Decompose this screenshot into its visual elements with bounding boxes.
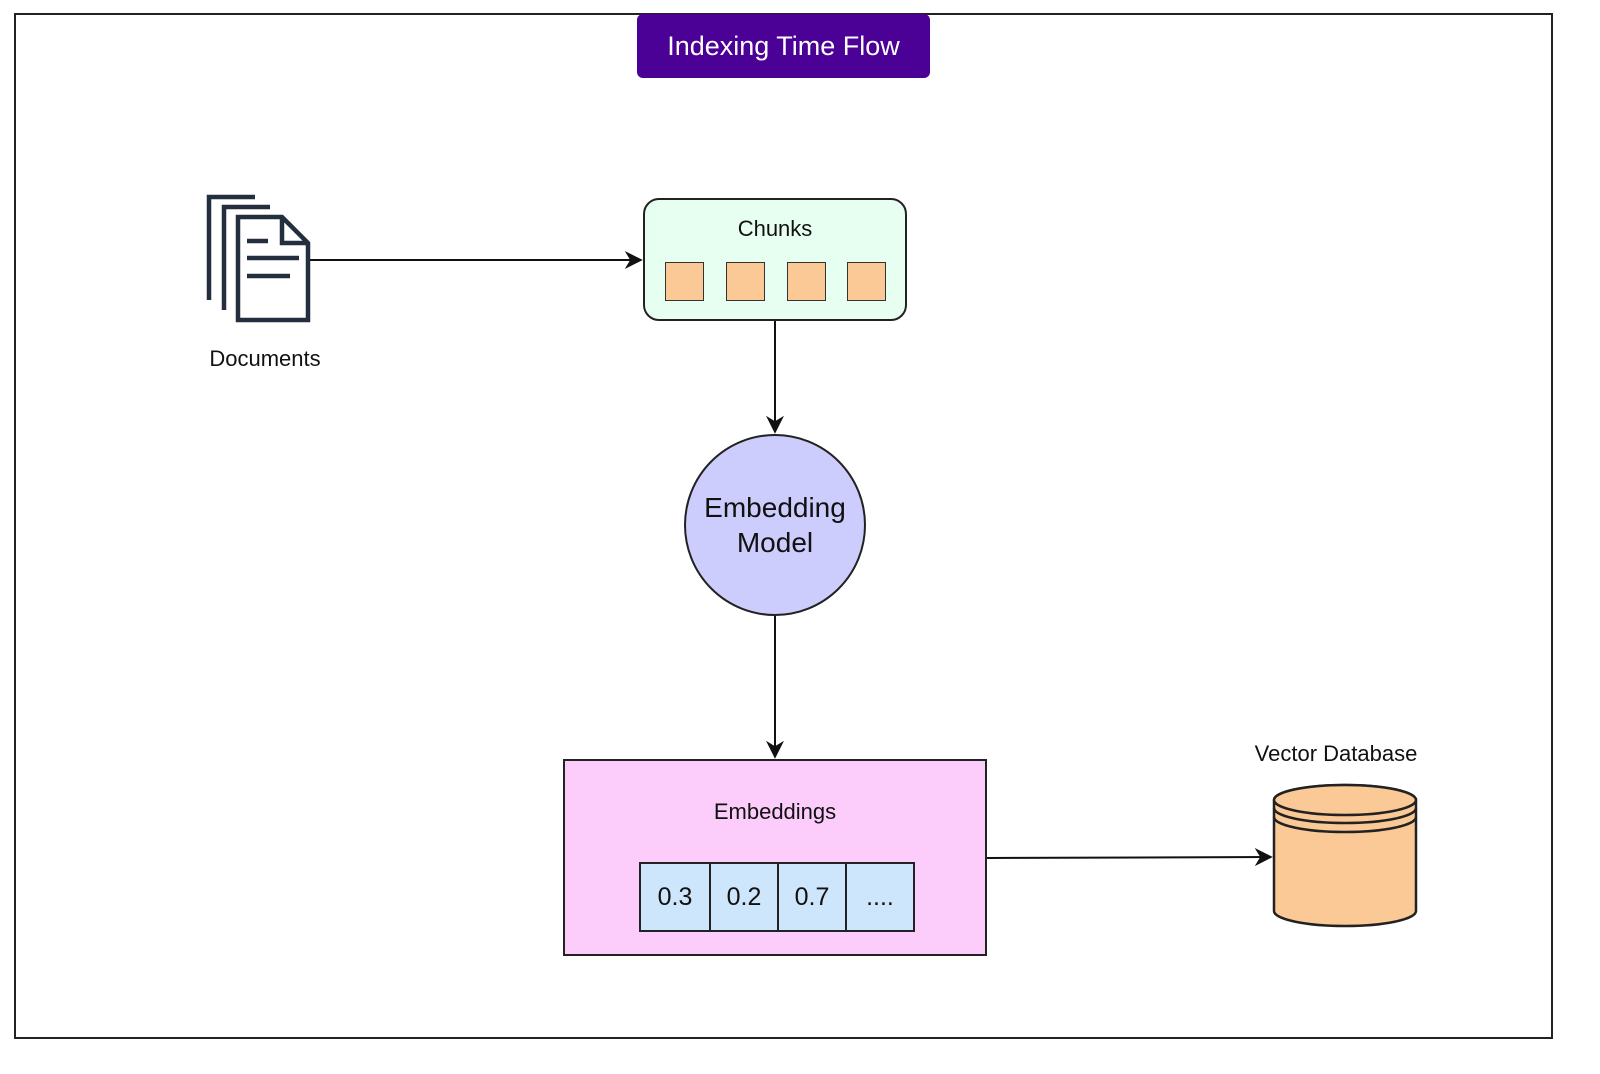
vector-cell: 0.2 bbox=[709, 864, 777, 930]
diagram-title: Indexing Time Flow bbox=[637, 14, 930, 78]
chunk-item bbox=[847, 262, 886, 301]
model-label-line2: Model bbox=[736, 527, 814, 558]
chunk-item bbox=[726, 262, 765, 301]
vector-cell: 0.3 bbox=[641, 864, 709, 930]
embedding-model-node: Embedding Model bbox=[684, 434, 866, 616]
chunk-item bbox=[665, 262, 704, 301]
model-label-line1: Embedding bbox=[704, 492, 846, 523]
vector-cell: 0.7 bbox=[777, 864, 845, 930]
embeddings-label: Embeddings bbox=[713, 799, 837, 824]
vector-database-label: Vector Database bbox=[1254, 741, 1418, 766]
documents-icon bbox=[206, 194, 311, 323]
chunk-item bbox=[787, 262, 826, 301]
edge-embeddings-to-database bbox=[986, 848, 1273, 867]
database-icon bbox=[1272, 783, 1418, 928]
embedding-vector: 0.3 0.2 0.7 .... bbox=[639, 862, 915, 932]
documents-label: Documents bbox=[209, 346, 321, 371]
embeddings-node: Embeddings 0.3 0.2 0.7 .... bbox=[563, 759, 987, 956]
chunks-label: Chunks bbox=[737, 216, 813, 241]
vector-cell: .... bbox=[845, 864, 913, 930]
chunks-node: Chunks bbox=[643, 198, 907, 321]
